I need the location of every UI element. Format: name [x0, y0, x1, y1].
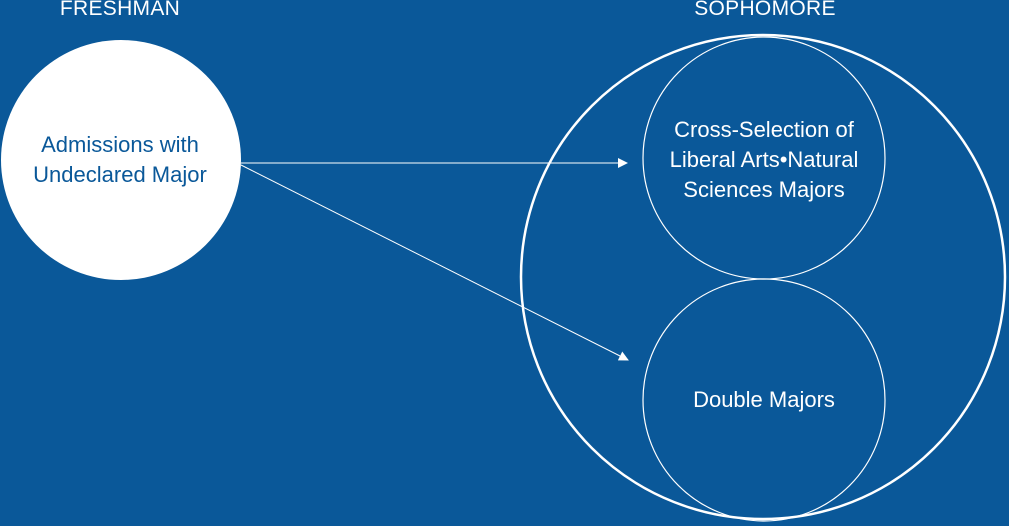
cross-selection-label-line: Liberal Arts•Natural — [669, 147, 859, 172]
cross-selection-node-label: Cross-Selection of Liberal Arts•Natural … — [646, 110, 882, 210]
arrow-to-double-majors — [240, 164, 629, 361]
admissions-node-label: Admissions with Undeclared Major — [10, 125, 230, 195]
double-majors-label: Double Majors — [693, 387, 835, 412]
freshman-stage-label: FRESHMAN — [59, 0, 181, 20]
cross-selection-label-line: Cross-Selection of — [674, 117, 854, 142]
double-majors-node — [642, 278, 886, 522]
admissions-node — [1, 40, 241, 280]
admissions-label-line: Admissions with — [41, 132, 199, 157]
cross-selection-label-line: Sciences Majors — [683, 177, 845, 202]
admissions-label-line: Undeclared Major — [33, 162, 207, 187]
sophomore-container — [519, 33, 1007, 521]
sophomore-stage-label: SOPHOMORE — [694, 0, 836, 20]
double-majors-node-label: Double Majors — [646, 380, 882, 420]
